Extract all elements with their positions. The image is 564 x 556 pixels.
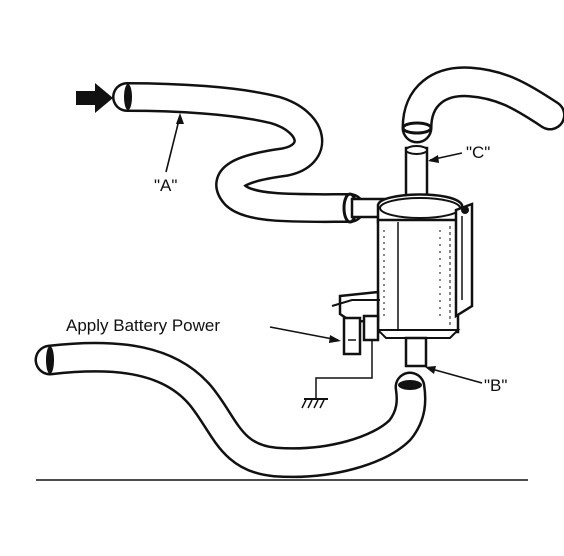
leader-b-arrowhead (425, 366, 436, 374)
leader-battery-arrowhead (329, 335, 341, 343)
leader-lines (165, 113, 483, 384)
label-apply-battery-power: Apply Battery Power (66, 316, 220, 335)
ground-wire (315, 340, 373, 398)
leader-b (427, 367, 483, 384)
hose-b (34, 341, 427, 479)
leader-c-arrowhead (428, 155, 439, 163)
label-a: "A" (154, 176, 177, 195)
vacuum-switching-valve (331, 145, 474, 368)
flow-direction-arrow-icon (76, 83, 113, 113)
hose-a (112, 82, 365, 224)
leader-a (165, 115, 181, 173)
label-b: "B" (484, 376, 507, 395)
ground-symbol-icon (301, 398, 328, 409)
hose-c (401, 66, 564, 144)
leader-battery (269, 326, 339, 341)
leader-a-arrowhead (176, 113, 184, 124)
label-c: "C" (466, 143, 490, 162)
